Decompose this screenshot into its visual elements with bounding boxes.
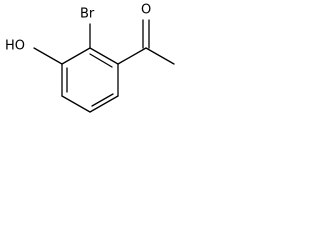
ring-bond-c5-c6 [89, 95, 119, 113]
ring-double-bond-c1-c2 [89, 53, 113, 68]
bond-carbonyl-methyl [145, 47, 175, 65]
chemical-structure-diagram: Br HO O [5, 3, 175, 113]
bond-c3-o [33, 47, 63, 65]
ring-bond-c2-c3 [61, 47, 91, 65]
ring-double-bond-c5-c6 [91, 93, 114, 107]
carbonyl-oxygen-label: O [141, 3, 151, 18]
bond-c1-carbonyl [117, 47, 147, 65]
hydroxyl-label: HO [5, 39, 25, 54]
ring-bond-c4-c5 [61, 95, 91, 113]
bromine-label: Br [80, 7, 95, 22]
ring-bond-c1-c2 [89, 47, 119, 65]
